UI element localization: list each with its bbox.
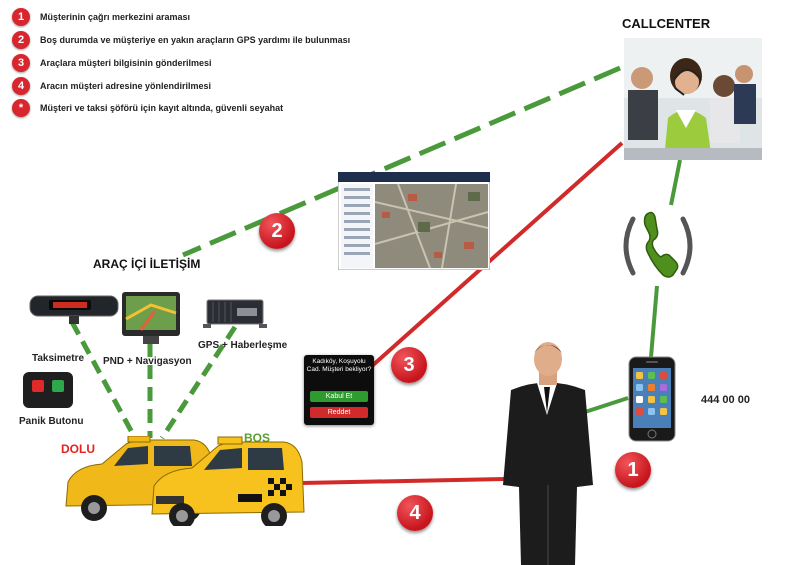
red-link-taxi-man (301, 477, 506, 485)
businessman-icon (503, 342, 593, 565)
legend-text: Boş durumda ve müşteriye en yakın araçla… (40, 35, 351, 45)
callcenter-title: CALLCENTER (622, 16, 711, 31)
step-badge-1: 1 (615, 452, 651, 488)
legend-item: 2 Boş durumda ve müşteriye en yakın araç… (12, 31, 350, 49)
panic-button-label: Panik Butonu (19, 416, 84, 427)
legend-text: Araçlara müşteri bilgisinin gönderilmesi (40, 58, 212, 68)
step-badge-3: 3 (391, 347, 427, 383)
legend-badge: 2 (12, 31, 30, 49)
green-link-mirror-taxi (69, 320, 138, 440)
step-badge-4: 4 (397, 495, 433, 531)
legend-badge: 4 (12, 77, 30, 95)
legend-item: 3 Araçlara müşteri bilgisinin gönderilme… (12, 54, 212, 72)
customer-request-popup: Kadıköy, Koşuyolu Cad. Müşteri bekliyor?… (304, 355, 374, 425)
green-link-phone-man (584, 396, 629, 414)
phone-number: 444 00 00 (701, 394, 750, 406)
legend-text: Müşterinin çağrı merkezini araması (40, 12, 191, 22)
green-link-callcenter-map (182, 65, 621, 258)
gps-label: GPS + Haberleşme (198, 340, 288, 351)
reject-button[interactable]: Reddet (310, 407, 368, 418)
legend-badge: * (12, 99, 30, 117)
legend-badge: 1 (12, 8, 30, 26)
pnd-label: PND + Navigasyon (103, 356, 192, 367)
green-link-handset-phone (649, 285, 659, 358)
callcenter-agents-icon (624, 38, 762, 160)
green-link-callcenter-handset (669, 159, 682, 206)
legend-item: * Müşteri ve taksi şöförü için kayıt alt… (12, 99, 283, 117)
navigation-device-icon (122, 292, 180, 344)
taximeter-label: Taksimetre (32, 353, 85, 364)
step-badge-2: 2 (259, 213, 295, 249)
legend-item: 1 Müşterinin çağrı merkezini araması (12, 8, 190, 26)
map-screenshot-icon (338, 172, 490, 270)
accept-button[interactable]: Kabul Et (310, 391, 368, 402)
legend-text: Aracın müşteri adresine yönlendirilmesi (40, 81, 212, 91)
taximeter-mirror-icon (29, 295, 119, 324)
green-link-gps-taxi (159, 325, 238, 440)
taxi-icon (65, 436, 305, 526)
gps-modem-icon (203, 299, 267, 328)
phone-handset-icon (623, 211, 693, 278)
dolu-label: DOLU (61, 442, 95, 456)
legend-item: 4 Aracın müşteri adresine yönlendirilmes… (12, 77, 211, 95)
legend-badge: 3 (12, 54, 30, 72)
legend-text: Müşteri ve taksi şöförü için kayıt altın… (40, 103, 284, 113)
panic-button-icon (23, 372, 73, 408)
smartphone-icon (628, 356, 676, 442)
in-vehicle-communication-title: ARAÇ İÇİ İLETİŞİM (93, 257, 201, 271)
popup-message: Kadıköy, Koşuyolu Cad. Müşteri bekliyor? (306, 358, 372, 373)
